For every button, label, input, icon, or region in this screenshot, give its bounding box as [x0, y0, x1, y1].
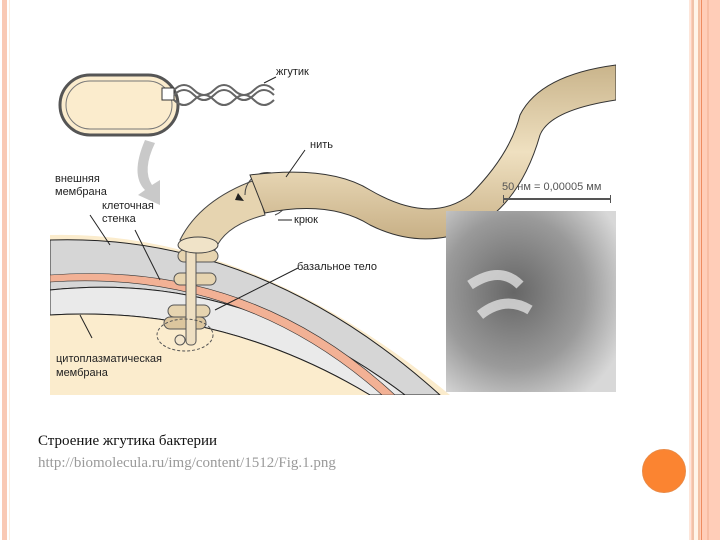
right-border-line [698, 0, 700, 540]
label-outer-membrane-2: мембрана [55, 186, 107, 198]
flagellum-diagram: жгутик нить внешняя мембрана клеточная с… [49, 55, 617, 396]
right-border-line [694, 0, 698, 540]
right-border-line [707, 0, 709, 540]
left-border-stripe [2, 0, 7, 540]
right-border-line [692, 0, 694, 540]
source-url: http://biomolecula.ru/img/content/1512/F… [38, 455, 336, 471]
left-border-line [9, 0, 10, 540]
orange-circle-decoration [642, 449, 686, 493]
bacterium-overview [58, 73, 277, 205]
label-cytoplasmic-membrane-2: мембрана [56, 367, 108, 379]
right-border-line [701, 0, 702, 540]
cell-section [49, 234, 450, 396]
label-hook: крюк [294, 214, 318, 226]
right-border-line [689, 0, 691, 540]
label-cell-wall-2: стенка [102, 213, 136, 225]
label-filament: нить [310, 139, 333, 151]
scale-bar [503, 195, 611, 203]
label-outer-membrane-1: внешняя [55, 173, 100, 185]
label-cell-wall-1: клеточная [102, 200, 154, 212]
label-cytoplasmic-membrane-1: цитоплазматическая [56, 353, 162, 365]
label-flagellum: жгутик [276, 66, 309, 78]
basal-body [156, 234, 219, 352]
label-scale: 50 нм = 0,00005 мм [502, 181, 602, 193]
figure-caption: Строение жгутика бактерии [38, 433, 218, 449]
label-basal-body: базальное тело [297, 261, 378, 273]
